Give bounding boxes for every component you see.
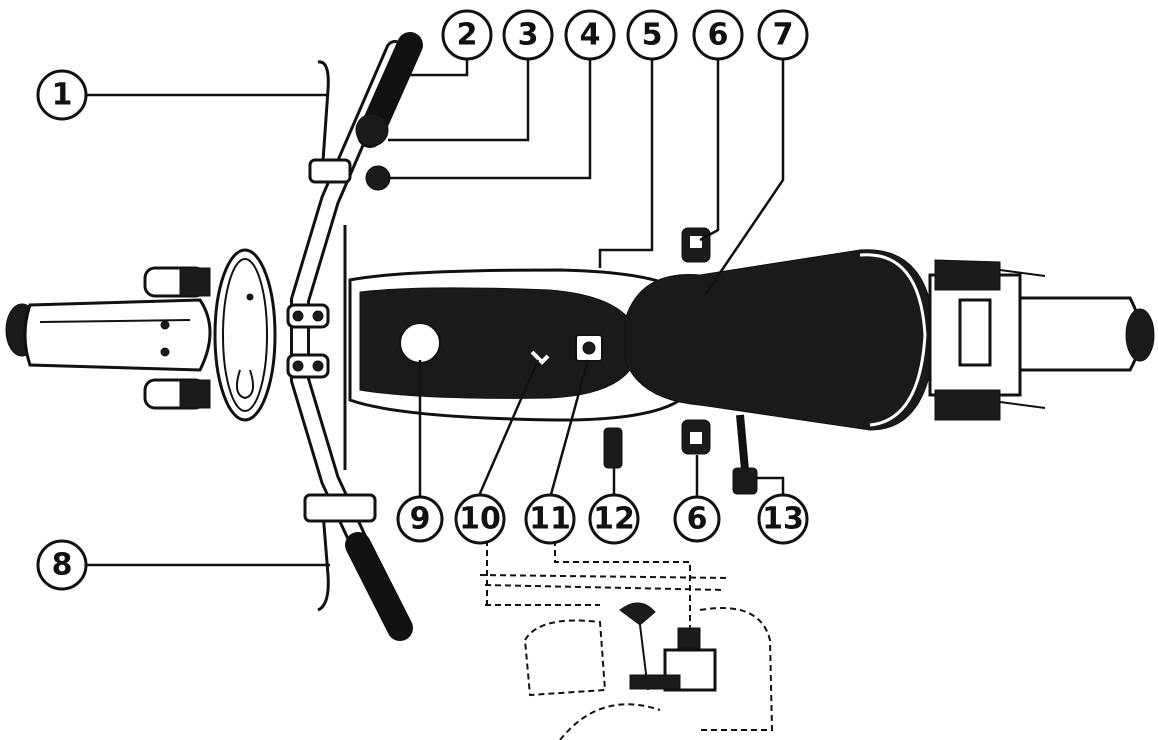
right-switch-housing	[355, 113, 391, 191]
callout-3-label: 3	[518, 18, 539, 53]
callout-12-label: 12	[593, 502, 635, 537]
callout-6-bottom: 6	[673, 495, 721, 543]
callout-5-label: 5	[642, 18, 663, 53]
callout-11: 11	[524, 493, 576, 545]
callout-4-label: 4	[580, 18, 601, 53]
leader-10	[476, 359, 540, 499]
callout-10: 10	[454, 493, 506, 545]
callout-12: 12	[588, 493, 640, 545]
callout-10-label: 10	[459, 502, 501, 537]
callout-1-label: 1	[52, 78, 73, 113]
callout-7-label: 7	[773, 18, 794, 53]
callout-5: 5	[626, 9, 678, 61]
leader-13	[757, 476, 785, 498]
fuel-cock-inset	[479, 574, 774, 740]
callout-2-label: 2	[457, 18, 478, 53]
leader-lines	[86, 58, 785, 628]
callout-3: 3	[502, 9, 554, 61]
callout-7: 7	[757, 9, 809, 61]
turn-signals	[999, 269, 1046, 409]
leader-11	[548, 359, 590, 499]
rear-brake-pedal	[732, 414, 758, 495]
callout-8-label: 8	[52, 548, 73, 583]
clutch-lever	[308, 60, 352, 184]
leader-4	[388, 58, 592, 180]
leader-3	[388, 58, 530, 142]
leader-6-top	[699, 58, 720, 242]
callout-6-bottom-label: 6	[687, 502, 708, 537]
helmet-holder-bottom	[681, 419, 711, 455]
callout-13-label: 13	[762, 502, 804, 537]
callout-11-label: 11	[529, 502, 571, 537]
front-brake-lever	[303, 493, 377, 612]
callout-6-top-label: 6	[708, 18, 729, 53]
callout-9: 9	[396, 495, 444, 543]
callout-4: 4	[564, 9, 616, 61]
front-fender	[5, 298, 212, 372]
callout-2: 2	[441, 9, 493, 61]
leader-11-inset	[554, 540, 691, 628]
callout-13: 13	[757, 493, 809, 545]
helmet-holder-top	[681, 227, 711, 263]
front-forks	[143, 266, 211, 410]
leader-7	[703, 58, 785, 296]
leader-5	[598, 58, 654, 268]
rear-fender	[928, 259, 1022, 421]
leader-2	[400, 58, 469, 77]
callout-6-top: 6	[692, 9, 744, 61]
shift-pedal	[603, 427, 623, 469]
motorcycle-illustration	[5, 32, 1155, 740]
callout-8: 8	[36, 539, 88, 591]
headlight	[213, 248, 277, 422]
callout-1: 1	[36, 69, 88, 121]
callout-9-label: 9	[410, 502, 431, 537]
taillight	[1018, 296, 1155, 372]
